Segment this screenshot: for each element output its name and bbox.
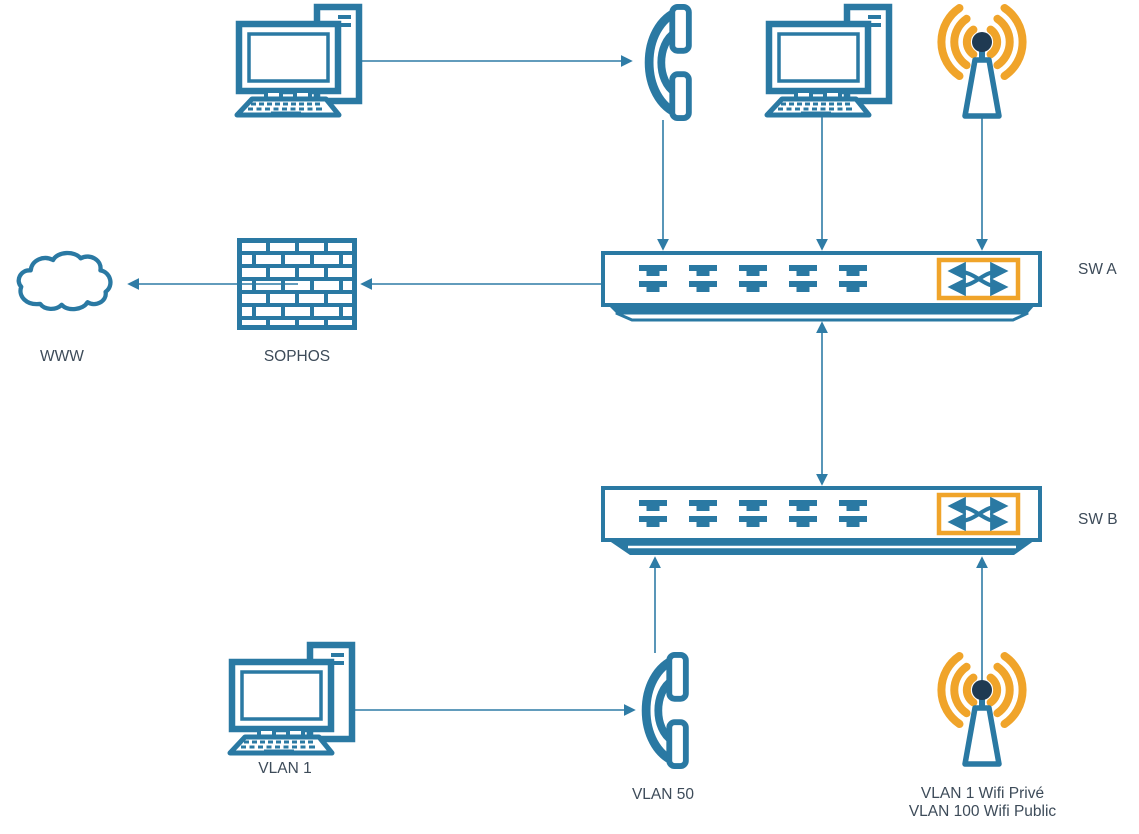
wifi-bottom-label-line1: VLAN 1 Wifi Privé	[920, 785, 1045, 802]
sw-a-label: SW A	[1078, 261, 1117, 278]
computer-icon-top-left	[237, 7, 359, 115]
switch-symbol-a	[936, 257, 1021, 301]
sophos-label: SOPHOS	[263, 348, 331, 365]
switch-b-icon	[601, 486, 1042, 555]
connectors-layer	[127, 55, 988, 716]
switch-a-icon	[601, 251, 1042, 322]
sw-b-label: SW B	[1078, 511, 1118, 528]
computer-icon-top-right	[767, 7, 889, 115]
vlan50-label: VLAN 50	[631, 786, 695, 803]
www-label: WWW	[40, 348, 84, 365]
computer-icon-vlan1	[230, 645, 352, 753]
phone-icon-vlan50	[646, 655, 686, 766]
switch-symbol-b	[936, 492, 1021, 536]
www-cloud-icon	[19, 253, 111, 309]
phone-icon-top	[649, 7, 689, 118]
vlan1-label: VLAN 1	[258, 760, 312, 777]
wifi-antenna-icon-top	[941, 8, 1022, 116]
wifi-bottom-label: VLAN 1 Wifi Privé VLAN 100 Wifi Public	[895, 785, 1070, 821]
wifi-bottom-label-line2: VLAN 100 Wifi Public	[908, 803, 1057, 820]
